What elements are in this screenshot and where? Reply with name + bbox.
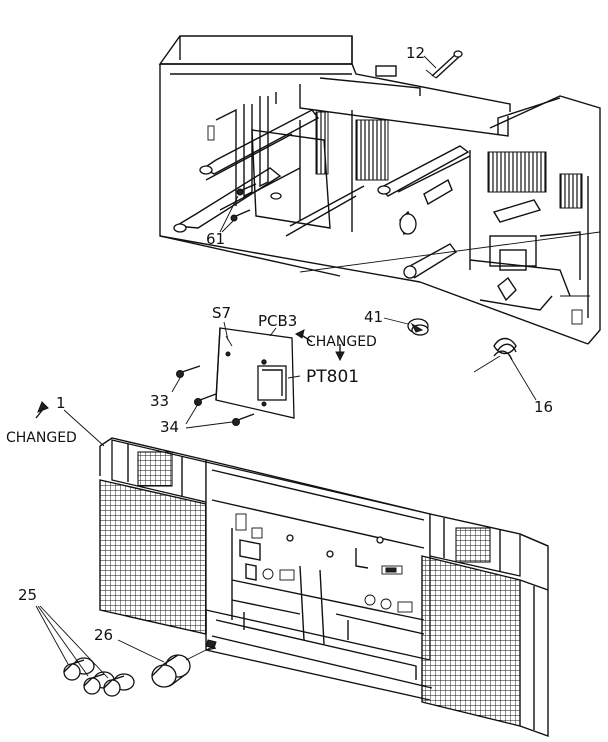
knob-26 [151,654,191,688]
front-cabinet [99,437,549,737]
callout-16: 16 [534,398,553,416]
knobs-25 [63,657,135,697]
pcb-changed-label: CHANGED [306,334,377,350]
callout-33: 33 [150,392,169,410]
screws-61 [230,183,257,222]
grommet-41 [407,318,429,336]
callout-1: 1 [56,394,66,412]
callout-pt801: PT801 [306,367,359,387]
callout-61: 61 [206,230,225,248]
pcb3-board [215,327,295,419]
screw-33 [176,365,201,378]
callout-26: 26 [94,626,113,644]
rear-cabinet [158,35,601,345]
front-changed-label: CHANGED [6,430,77,446]
callout-25: 25 [18,586,37,604]
screws-34 [194,393,255,426]
callout-12: 12 [406,44,425,62]
callout-41: 41 [364,308,383,326]
screw-12 [425,50,463,79]
callout-s7: S7 [212,304,231,322]
callout-34: 34 [160,418,179,436]
spring-16 [473,337,517,373]
callout-pcb3: PCB3 [258,312,297,330]
changed-arrow-front [37,401,49,413]
